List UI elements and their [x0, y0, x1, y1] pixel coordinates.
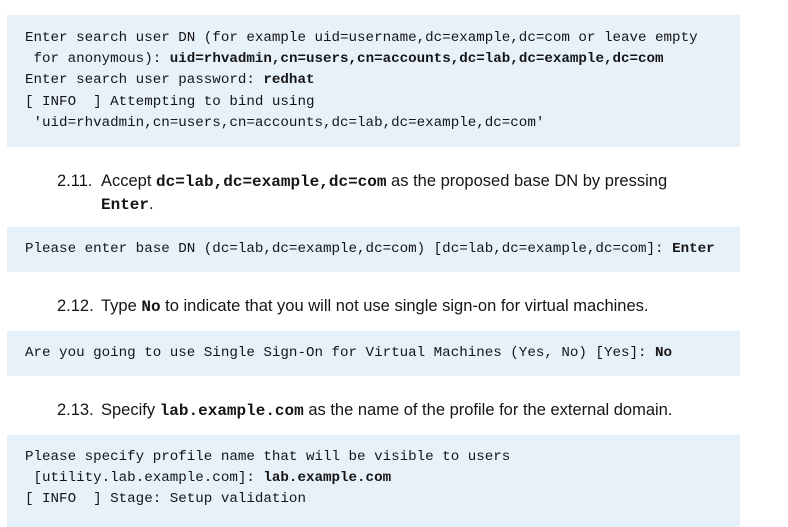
code-line: Are you going to use Single Sign-On for … [25, 345, 673, 361]
user-input: redhat [263, 72, 315, 89]
inline-code: lab.example.com [159, 402, 304, 420]
user-input: No [655, 345, 673, 361]
inline-code: dc=lab,dc=example,dc=com [156, 173, 387, 191]
user-input: Enter [672, 241, 715, 257]
code-block-base-dn: Please enter base DN (dc=lab,dc=example,… [7, 227, 740, 272]
code-line: [utility.lab.example.com]: lab.example.c… [25, 470, 392, 487]
code-line: 'uid=rhvadmin,cn=users,cn=accounts,dc=la… [25, 114, 545, 131]
inline-code: No [141, 298, 161, 316]
code-block-sso: Are you going to use Single Sign-On for … [7, 331, 740, 376]
user-input: uid=rhvadmin,cn=users,cn=accounts,dc=lab… [169, 51, 664, 68]
code-block-bind-dn: Enter search user DN (for example uid=us… [7, 15, 740, 147]
code-line: Enter search user password: redhat [25, 72, 315, 89]
code-line: Please enter base DN (dc=lab,dc=example,… [25, 241, 715, 257]
code-line: Please specify profile name that will be… [25, 449, 511, 465]
step-number: 2.11. [57, 172, 93, 190]
step-number: 2.13. [57, 401, 94, 419]
step-text: Specify lab.example.com as the name of t… [101, 401, 673, 420]
step-number: 2.12. [57, 297, 94, 315]
step-text: Type No to indicate that you will not us… [101, 297, 649, 316]
step-text: Accept dc=lab,dc=example,dc=com as the p… [101, 172, 668, 214]
code-line: [ INFO ] Attempting to bind using [25, 93, 315, 110]
user-input: lab.example.com [263, 470, 392, 487]
code-block-profile: Please specify profile name that will be… [7, 435, 740, 527]
code-line: Enter search user DN (for example uid=us… [25, 30, 698, 46]
inline-code: Enter [101, 196, 150, 214]
code-line: [ INFO ] Stage: Setup validation [25, 491, 306, 508]
code-line: for anonymous): uid=rhvadmin,cn=users,cn… [25, 51, 664, 68]
